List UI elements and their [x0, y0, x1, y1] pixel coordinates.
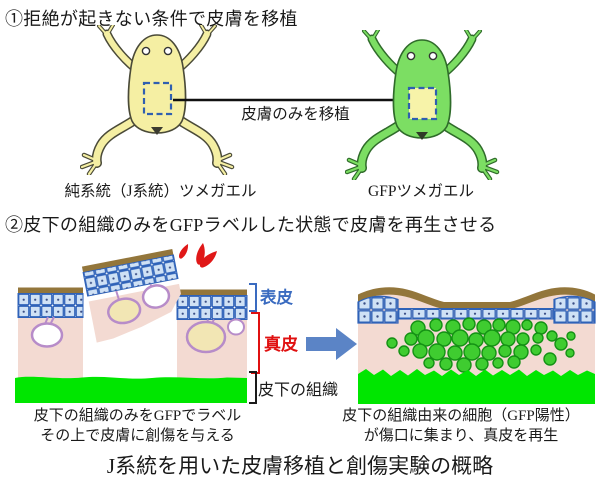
epidermis-block-right: [553, 295, 596, 324]
epidermis-bracket: [249, 283, 257, 312]
frog-eye: [163, 46, 173, 56]
gland-cream: [107, 297, 142, 325]
transplant-arrow-label: 皮膚のみを移植: [241, 106, 350, 123]
donor-skin-dashed-outline: [142, 81, 173, 116]
wounded-skin-diagram: [15, 243, 248, 403]
subcutaneous-label: 皮下の組織: [258, 382, 339, 399]
epidermis-regenerated-layer: [397, 308, 555, 320]
skin-surface: [358, 287, 595, 309]
gland-white: [141, 284, 171, 309]
wound-shock-marks: [179, 243, 217, 268]
plain-frog-illustration: [80, 25, 235, 175]
figure-title: J系統を用いた皮膚移植と創傷実験の概略: [106, 454, 494, 478]
frog-vent: [416, 132, 428, 140]
dermis-label: 真皮: [264, 335, 298, 354]
gfp-frog-illustration: [345, 30, 500, 180]
gland-white: [30, 322, 64, 348]
epidermis-block-left: [357, 295, 399, 324]
gland-cream: [185, 320, 227, 354]
right-caption: 皮下の組織由来の細胞（GFP陽性） が傷口に集まり、真皮を再生: [325, 406, 597, 446]
frog-eye: [428, 51, 438, 61]
skin-segment-right: [176, 289, 248, 378]
subcutaneous-bracket: [249, 371, 257, 404]
gfp-frog-label: GFPツメガエル: [368, 183, 474, 200]
subcutaneous-layer: [358, 369, 595, 404]
section2-heading: ②皮下の組織のみをGFPラベルした状態で皮膚を再生させる: [5, 215, 497, 235]
right-caption-line1: 皮下の組織由来の細胞（GFP陽性）: [342, 408, 580, 424]
subcutaneous-layer: [15, 376, 247, 403]
regenerated-skin-diagram: [357, 287, 596, 404]
lifted-skin-flap: [81, 249, 181, 343]
left-caption: 皮下の組織のみをGFPでラベル その上で皮膚に創傷を与える: [10, 406, 265, 446]
frog-limbs: [80, 25, 235, 175]
frog-eye: [141, 46, 151, 56]
epidermis-label: 表皮: [260, 288, 293, 307]
skin-segment-left: [17, 287, 84, 378]
left-caption-line1: 皮下の組織のみをGFPでラベル: [33, 408, 242, 424]
plain-frog-label: 純系統（J系統）ツメガエル: [64, 183, 257, 200]
left-caption-line2: その上で皮膚に創傷を与える: [40, 428, 235, 444]
gfp-positive-cells: [386, 317, 576, 373]
gland-white: [227, 318, 245, 336]
process-arrow: [306, 328, 357, 360]
grafted-skin-patch: [407, 86, 438, 121]
right-caption-line2: が傷口に集まり、真皮を再生: [363, 428, 559, 444]
section1-heading: ①拒絶が起きない条件で皮膚を移植: [5, 9, 298, 29]
dermis-bracket: [251, 312, 260, 374]
frog-vent: [151, 127, 163, 135]
frog-eye: [406, 51, 416, 61]
